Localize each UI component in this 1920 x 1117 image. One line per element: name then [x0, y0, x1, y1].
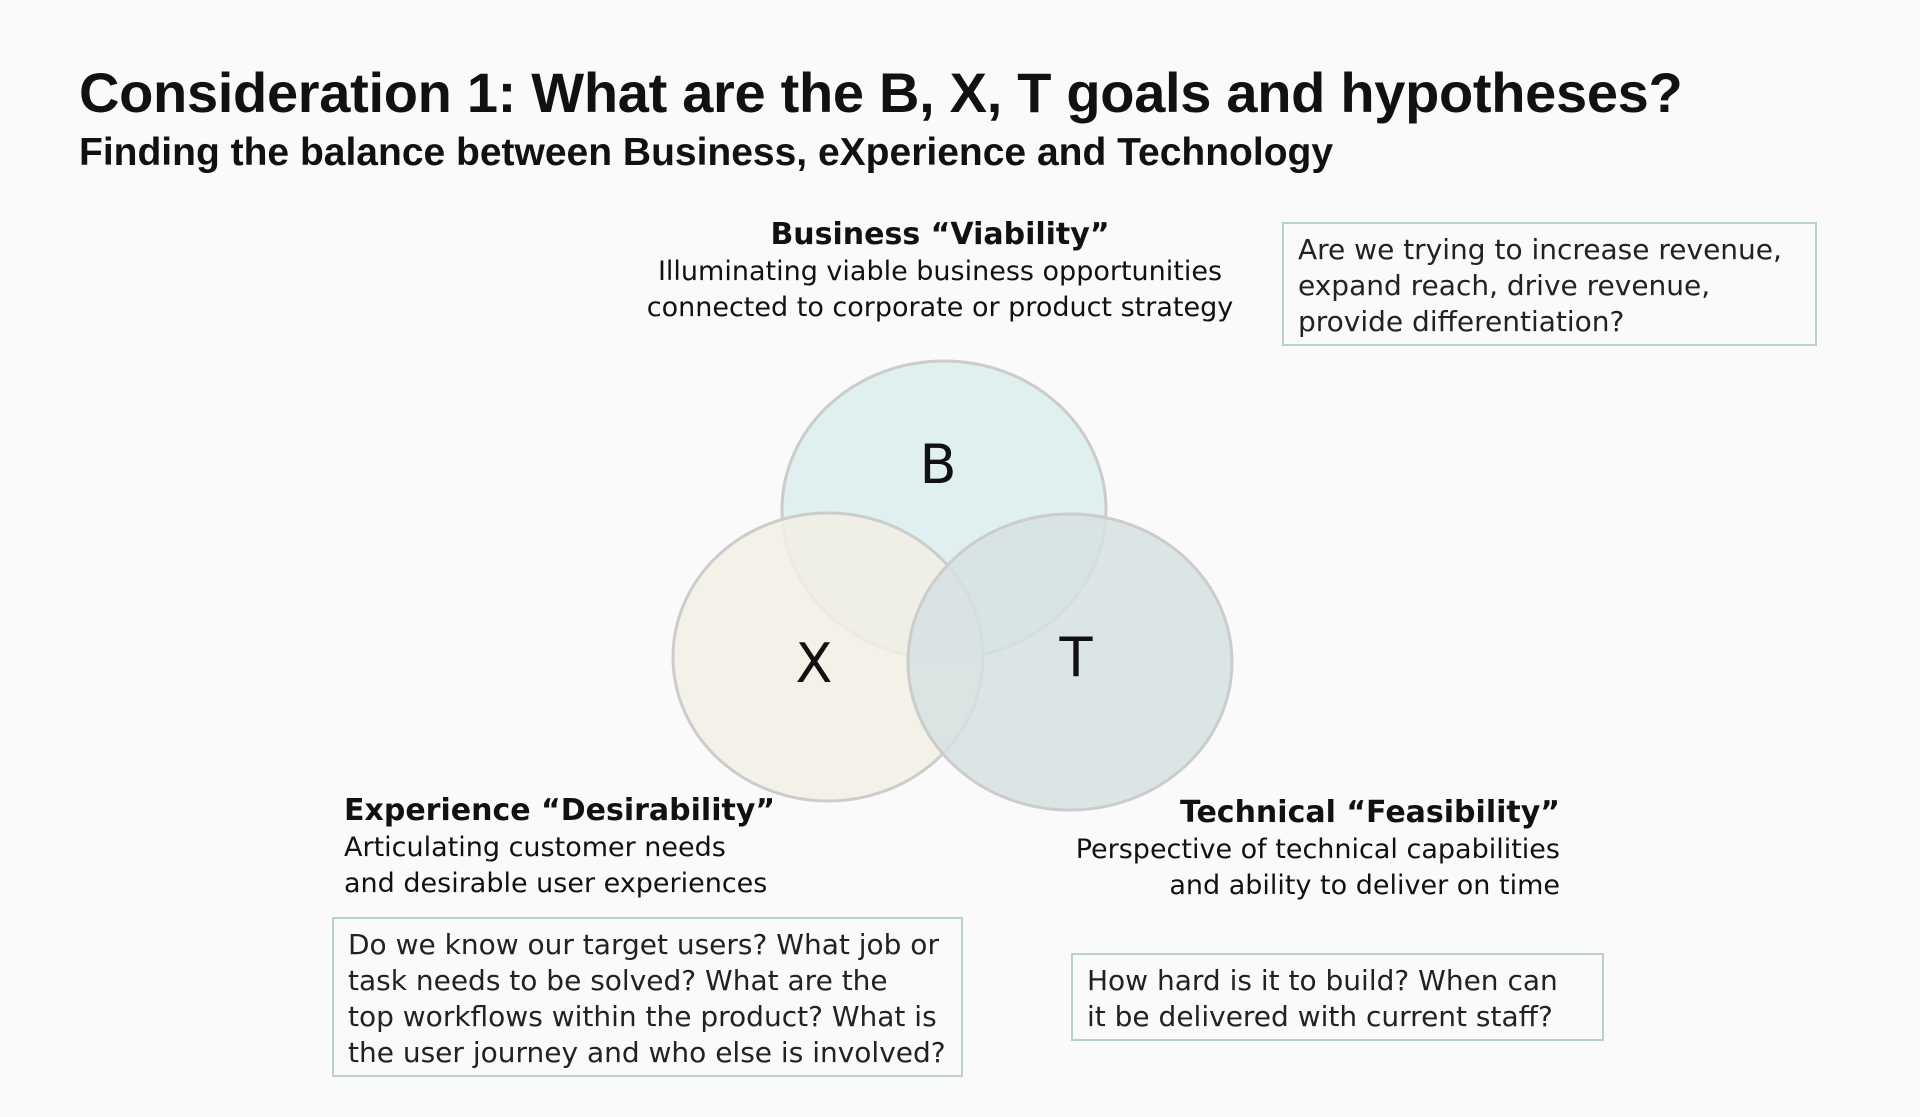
experience-description-line: and desirable user experiences	[344, 868, 768, 899]
experience-heading: Experience “Desirability”	[344, 793, 776, 828]
business-question-line: provide differentiation?	[1298, 305, 1625, 338]
letter-x: X	[796, 632, 833, 695]
experience-question-line: task needs to be solved? What are the	[348, 964, 888, 997]
experience-question-line: the user journey and who else is involve…	[348, 1036, 946, 1069]
page-title: Consideration 1: What are the B, X, T go…	[79, 61, 1683, 124]
business-label: Business “Viability” Illuminating viable…	[600, 216, 1280, 326]
venn-circles	[671, 359, 1234, 812]
experience-label: Experience “Desirability” Articulating c…	[344, 792, 904, 902]
technical-description-line: and ability to deliver on time	[1169, 870, 1560, 901]
letter-t: T	[1059, 626, 1094, 689]
business-question-line: Are we trying to increase revenue,	[1298, 233, 1782, 266]
experience-description-line: Articulating customer needs	[344, 832, 726, 863]
technical-description-line: Perspective of technical capabilities	[1075, 834, 1560, 865]
experience-question-box: Do we know our target users? What job or…	[332, 917, 963, 1077]
business-question-box: Are we trying to increase revenue, expan…	[1282, 222, 1817, 346]
technical-question-box: How hard is it to build? When can it be …	[1071, 953, 1604, 1041]
circle-technical	[906, 512, 1234, 812]
technical-heading: Technical “Feasibility”	[1179, 795, 1560, 830]
technical-label: Technical “Feasibility” Perspective of t…	[940, 794, 1560, 904]
business-description-line: connected to corporate or product strate…	[646, 292, 1234, 323]
technical-question-line: How hard is it to build? When can	[1087, 964, 1558, 997]
business-heading: Business “Viability”	[770, 217, 1110, 252]
letter-b: B	[919, 433, 956, 496]
page-subtitle: Finding the balance between Business, eX…	[79, 131, 1334, 174]
business-description-line: Illuminating viable business opportuniti…	[657, 256, 1223, 287]
business-question-line: expand reach, drive revenue,	[1298, 269, 1711, 302]
technical-question-line: it be delivered with current staff?	[1087, 1000, 1553, 1033]
experience-question-line: top workflows within the product? What i…	[348, 1000, 937, 1033]
experience-question-line: Do we know our target users? What job or	[348, 928, 939, 961]
